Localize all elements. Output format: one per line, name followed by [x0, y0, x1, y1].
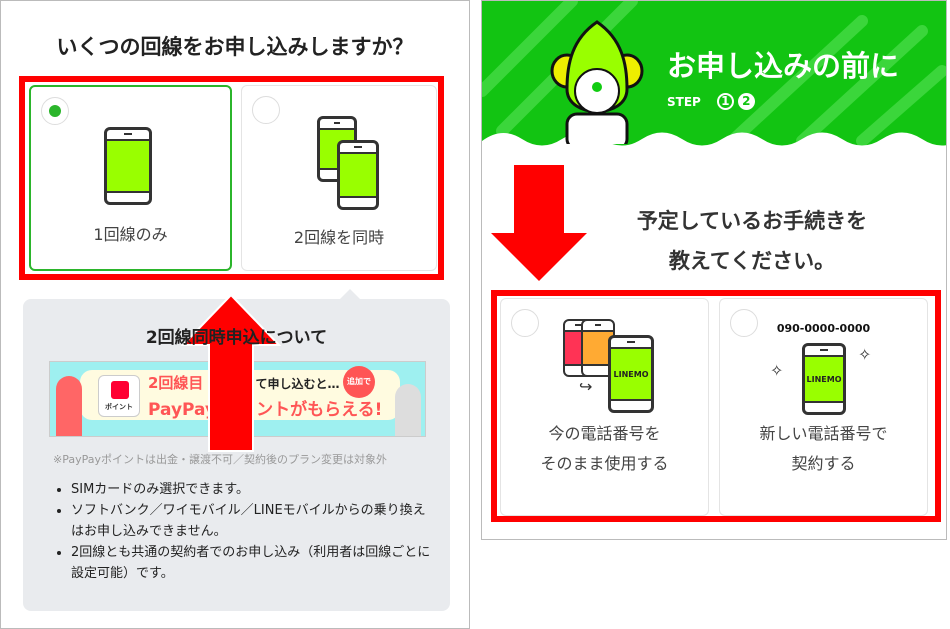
radio[interactable] — [252, 96, 280, 124]
up-arrow-annotation — [181, 293, 281, 452]
person-illustration — [395, 384, 421, 436]
paypay-logo: ポイント — [98, 375, 140, 417]
phone-number: 090-0000-0000 — [776, 322, 871, 335]
bullet: ソフトバンク／ワイモバイル／LINEモバイルからの乗り換えはお申し込みできません… — [71, 500, 435, 542]
step-indicator: STEP 1 2 — [667, 93, 755, 110]
option-keep-number[interactable]: LINEMO ↪ 今の電話番号をそのまま使用する — [500, 298, 709, 516]
option-new-number[interactable]: 090-0000-0000 LINEMO ✧ ✧ 新しい電話番号で契約する — [719, 298, 928, 516]
down-arrow-annotation — [491, 165, 587, 281]
option-one-line[interactable]: 1回線のみ — [29, 85, 232, 271]
sparkle-icon: ✧ — [770, 361, 784, 380]
badge: 追加で — [343, 366, 375, 398]
bullet: SIMカードのみ選択できます。 — [71, 479, 435, 500]
phone-icon — [337, 140, 379, 210]
bullet: 2回線とも共通の契約者でのお申し込み（利用者は回線ごとに設定可能）です。 — [71, 542, 435, 584]
procedure-panel: お申し込みの前に STEP 1 2 予定しているお手続きを教えてください。 LI… — [481, 0, 947, 540]
page-title: いくつの回線をお申し込みしますか？ — [56, 35, 414, 59]
banner-text: 2回線目て申し込むと… — [148, 374, 340, 392]
option-label: 今の電話番号をそのまま使用する — [540, 424, 669, 473]
info-title: 2回線同時申込について — [145, 328, 328, 348]
sparkle-icon: ✧ — [858, 345, 872, 364]
step-1: 1 — [716, 93, 734, 110]
person-illustration — [56, 376, 82, 436]
phone-icon — [104, 127, 152, 205]
option-label: 2回線を同時 — [293, 228, 385, 247]
radio[interactable] — [511, 309, 539, 337]
header-title: お申し込みの前に — [667, 49, 900, 83]
phone-icon: LINEMO — [802, 343, 846, 415]
option-label: 1回線のみ — [93, 225, 168, 244]
note: ※PayPayポイントは出金・譲渡不可／契約後のプラン変更は対象外 — [53, 453, 387, 466]
arrow-icon: ↪ — [579, 377, 593, 396]
phone-icon: LINEMO — [608, 335, 654, 413]
step-2: 2 — [737, 93, 755, 110]
radio-selected[interactable] — [41, 97, 69, 125]
bullet-list: SIMカードのみ選択できます。 ソフトバンク／ワイモバイル／LINEモバイルから… — [55, 479, 435, 584]
option-two-lines[interactable]: 2回線を同時 — [241, 85, 437, 271]
radio[interactable] — [730, 309, 758, 337]
option-label: 新しい電話番号で契約する — [759, 424, 888, 473]
question: 予定しているお手続きを教えてください。 — [636, 209, 868, 273]
mascot-illustration — [550, 20, 644, 144]
line-count-panel: いくつの回線をお申し込みしますか？ 1回線のみ 2回線を同時 2回線同時申込につ… — [0, 0, 470, 629]
